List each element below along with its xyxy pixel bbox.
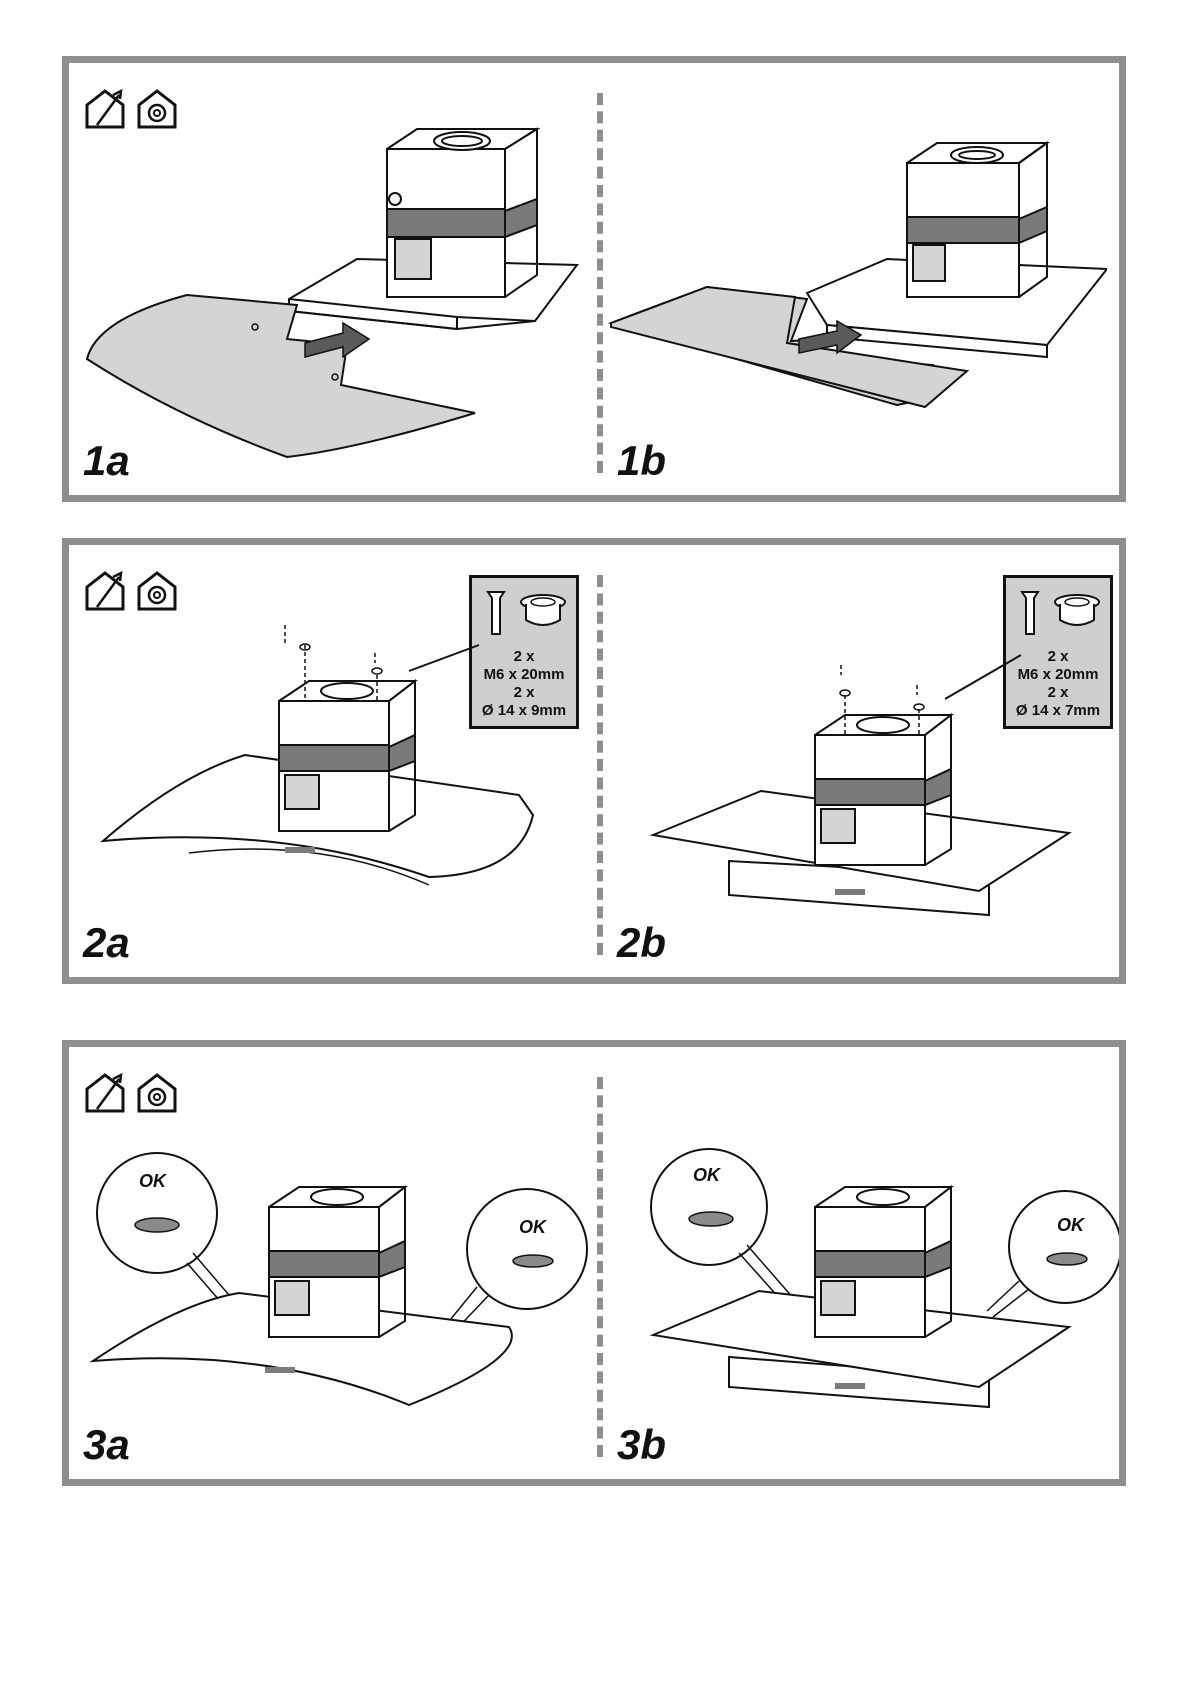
- illustration-2a: [99, 615, 599, 935]
- ok-label-right: OK: [519, 1217, 548, 1237]
- illustration-3a: OK OK: [89, 1127, 599, 1427]
- ducted-exhaust-icon: [87, 1075, 123, 1111]
- mode-icons: [83, 569, 183, 616]
- panel-step-2: 2 x M6 x 20mm 2 x Ø 14 x 9mm 2 x M6 x 20…: [62, 538, 1126, 984]
- illustration-1a: [77, 99, 597, 459]
- panel-step-1: 1a 1b: [62, 56, 1126, 502]
- step-label-2a: 2a: [83, 919, 130, 967]
- step-label-1a: 1a: [83, 437, 130, 485]
- step-label-2b: 2b: [617, 919, 666, 967]
- ok-label-left: OK: [693, 1165, 722, 1185]
- mode-icons: [83, 1071, 183, 1118]
- step-label-1b: 1b: [617, 437, 666, 485]
- panel-step-3: OK OK OK OK 3a 3b: [62, 1040, 1126, 1486]
- illustration-2b: [649, 625, 1109, 945]
- illustration-1b: [607, 113, 1107, 453]
- recirculation-icon: [139, 1075, 175, 1111]
- illustration-3b: OK OK: [649, 1117, 1119, 1417]
- step-label-3b: 3b: [617, 1421, 666, 1469]
- ok-label-left: OK: [139, 1171, 168, 1191]
- ducted-exhaust-icon: [87, 573, 123, 609]
- recirculation-icon: [139, 573, 175, 609]
- panel-divider: [597, 93, 603, 473]
- ok-label-right: OK: [1057, 1215, 1086, 1235]
- step-label-3a: 3a: [83, 1421, 130, 1469]
